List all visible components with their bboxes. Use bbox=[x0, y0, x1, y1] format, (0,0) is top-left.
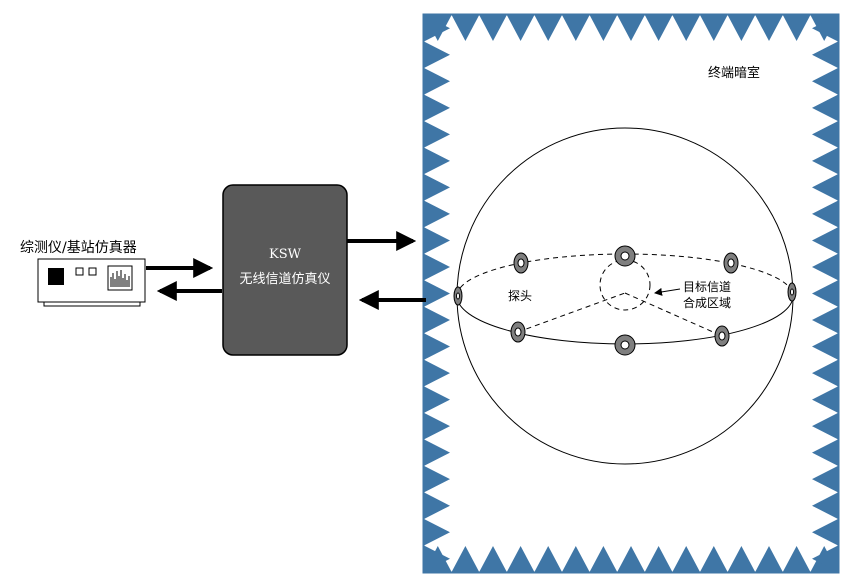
target-zone-label-line2: 合成区域 bbox=[683, 296, 732, 310]
tester-button-2 bbox=[88, 267, 97, 276]
probe bbox=[453, 286, 463, 306]
absorber-wedge bbox=[812, 253, 838, 281]
probe-label: 探头 bbox=[508, 289, 533, 303]
absorber-wedge bbox=[589, 15, 618, 41]
absorber-wedge bbox=[812, 465, 838, 493]
absorber-wedge bbox=[424, 253, 450, 281]
ksw-box bbox=[222, 184, 348, 356]
probe bbox=[513, 252, 529, 274]
tester-label: 综测仪/基站仿真器 bbox=[20, 240, 137, 256]
absorber-wedge bbox=[727, 15, 756, 41]
absorber-wedge bbox=[644, 15, 673, 41]
tester-device bbox=[37, 258, 146, 307]
absorber-wedge bbox=[812, 492, 838, 519]
probe bbox=[723, 252, 739, 274]
probe bbox=[614, 245, 636, 267]
inner-line-left bbox=[517, 292, 626, 333]
absorber-wedge bbox=[424, 227, 450, 254]
absorber-wedge bbox=[812, 121, 838, 148]
absorber-wedge bbox=[424, 68, 450, 95]
absorber-wedge bbox=[812, 333, 838, 360]
tester-button-1 bbox=[75, 267, 84, 276]
absorber-wedge bbox=[424, 359, 450, 387]
absorber-wedge bbox=[812, 359, 838, 387]
absorber-wedge bbox=[424, 465, 450, 493]
absorber-wedge bbox=[424, 306, 450, 334]
chamber-label: 终端暗室 bbox=[708, 66, 761, 81]
absorber-wedge bbox=[672, 15, 700, 41]
absorber-wedge bbox=[424, 333, 450, 360]
absorber-wedge bbox=[534, 15, 562, 41]
absorber-wedge bbox=[479, 546, 507, 572]
absorber-wedge bbox=[424, 200, 450, 228]
absorber-wedge bbox=[812, 15, 838, 42]
absorber-wedge bbox=[562, 15, 590, 41]
absorber-wedge bbox=[782, 15, 811, 41]
probe bbox=[614, 334, 636, 356]
absorber-wedge bbox=[617, 546, 645, 572]
absorber-wedge bbox=[812, 200, 838, 228]
tester-screen-block bbox=[48, 268, 64, 285]
absorber-wedge bbox=[451, 15, 480, 41]
absorber-wedge bbox=[812, 280, 838, 307]
absorber-wedge bbox=[424, 518, 450, 546]
absorber-wedge bbox=[812, 518, 838, 546]
absorber-wedge bbox=[700, 546, 728, 572]
probe bbox=[510, 321, 526, 343]
absorber-wedge bbox=[812, 439, 838, 466]
absorber-wedge bbox=[424, 174, 450, 201]
absorber-wedge bbox=[755, 546, 783, 572]
absorber-wedge bbox=[812, 147, 838, 175]
ksw-title: KSW bbox=[269, 247, 301, 262]
absorber-wedge bbox=[424, 121, 450, 148]
absorber-wedge bbox=[812, 306, 838, 334]
absorber-wedge bbox=[424, 386, 450, 413]
ksw-subtitle: 无线信道仿真仪 bbox=[239, 272, 331, 287]
absorber-wedge bbox=[424, 15, 450, 42]
chamber-frame bbox=[422, 13, 840, 574]
absorber-wedge bbox=[451, 546, 480, 572]
absorber-wedge bbox=[479, 15, 507, 41]
absorber-wedge bbox=[589, 546, 618, 572]
absorber-wedge bbox=[644, 546, 673, 572]
tester-display bbox=[107, 265, 133, 291]
absorber-wedge bbox=[562, 546, 590, 572]
absorber-wedge bbox=[424, 439, 450, 466]
target-pointer bbox=[654, 287, 681, 296]
absorber-wedge bbox=[812, 68, 838, 95]
absorber-wedge bbox=[617, 15, 645, 41]
tester-spectrum bbox=[110, 270, 130, 287]
absorber-wedge bbox=[812, 386, 838, 413]
target-zone-label-line1: 目标信道 bbox=[683, 280, 732, 294]
absorber-wedge bbox=[506, 15, 535, 41]
absorber-wedge bbox=[727, 546, 756, 572]
absorber-wedge bbox=[755, 15, 783, 41]
absorber-wedge bbox=[812, 412, 838, 440]
absorber-wedge bbox=[700, 15, 728, 41]
absorber-wedge bbox=[424, 492, 450, 519]
absorber-wedge bbox=[812, 545, 838, 572]
absorber-wedge bbox=[424, 545, 450, 572]
absorber-wedge bbox=[424, 147, 450, 175]
absorber-wedge bbox=[424, 280, 450, 307]
absorber-wedge bbox=[506, 546, 535, 572]
absorber-wedge bbox=[534, 546, 562, 572]
absorber-wedge bbox=[672, 546, 700, 572]
probe bbox=[787, 282, 797, 302]
absorber-wedge bbox=[424, 412, 450, 440]
absorber-wedge bbox=[812, 227, 838, 254]
absorber-wedge bbox=[812, 94, 838, 122]
probe bbox=[714, 325, 730, 347]
absorber-wedge bbox=[782, 546, 811, 572]
absorber-wedge bbox=[812, 174, 838, 201]
absorber-wedges bbox=[424, 15, 838, 572]
absorber-wedge bbox=[424, 94, 450, 122]
absorber-wedge bbox=[812, 41, 838, 69]
absorber-wedge bbox=[424, 41, 450, 69]
